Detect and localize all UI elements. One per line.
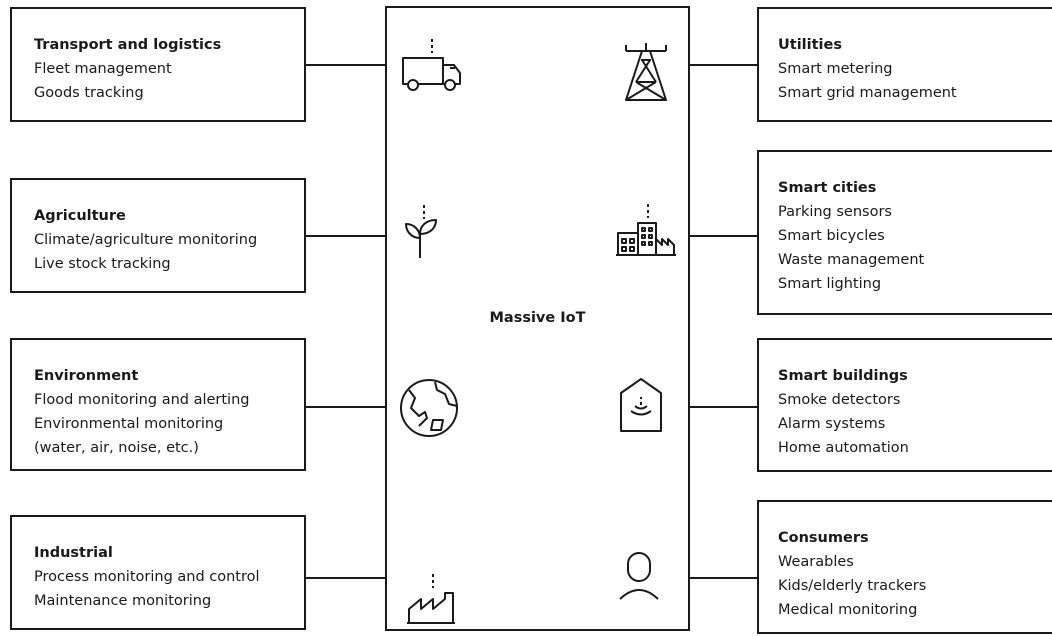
category-item: Environmental monitoring (34, 416, 224, 432)
category-item: Climate/agriculture monitoring (34, 232, 258, 248)
category-item: Flood monitoring and alerting (34, 392, 250, 408)
category-box-agriculture: Agriculture Climate/agriculture monitori… (10, 178, 306, 293)
center-label: Massive IoT (489, 310, 586, 326)
category-box-industrial: Industrial Process monitoring and contro… (10, 515, 306, 630)
category-item: Smart lighting (778, 276, 882, 292)
category-item: Smart bicycles (778, 228, 885, 244)
category-item: Goods tracking (34, 85, 144, 101)
connector-agriculture (305, 235, 385, 237)
category-title: Smart buildings (778, 368, 908, 384)
connector-transport (305, 64, 385, 66)
category-title: Smart cities (778, 180, 877, 196)
category-item: Waste management (778, 252, 925, 268)
category-box-smart-cities: Smart cities Parking sensors Smart bicyc… (757, 150, 1052, 315)
massive-iot-center-box: Massive IoT (385, 6, 690, 631)
category-item: Smoke detectors (778, 392, 901, 408)
connector-smart-buildings (690, 406, 758, 408)
smart-home-icon (619, 377, 663, 433)
globe-icon (397, 376, 461, 440)
category-item: Live stock tracking (34, 256, 171, 272)
category-item: Kids/elderly trackers (778, 578, 927, 594)
connector-consumers (690, 577, 758, 579)
category-title: Transport and logistics (34, 37, 222, 53)
category-title: Environment (34, 368, 139, 384)
category-title: Consumers (778, 530, 869, 546)
plant-sprout-icon (402, 204, 442, 260)
category-item: Fleet management (34, 61, 172, 77)
category-box-smart-buildings: Smart buildings Smoke detectors Alarm sy… (757, 338, 1052, 472)
category-item: (water, air, noise, etc.) (34, 440, 199, 456)
category-item: Smart grid management (778, 85, 957, 101)
category-item: Home automation (778, 440, 909, 456)
category-item: Medical monitoring (778, 602, 918, 618)
category-item: Alarm systems (778, 416, 886, 432)
connector-environment (305, 406, 385, 408)
category-box-consumers: Consumers Wearables Kids/elderly tracker… (757, 500, 1052, 634)
connector-utilities (690, 64, 758, 66)
category-box-transport: Transport and logistics Fleet management… (10, 7, 306, 122)
city-buildings-icon (614, 203, 678, 259)
factory-icon (407, 573, 463, 627)
category-item: Process monitoring and control (34, 569, 260, 585)
category-item: Wearables (778, 554, 854, 570)
connector-industrial (305, 577, 385, 579)
category-box-utilities: Utilities Smart metering Smart grid mana… (757, 7, 1052, 122)
category-title: Industrial (34, 545, 113, 561)
category-box-environment: Environment Flood monitoring and alertin… (10, 338, 306, 471)
power-pylon-icon (622, 42, 670, 104)
category-title: Agriculture (34, 208, 126, 224)
truck-icon (400, 38, 464, 92)
category-item: Parking sensors (778, 204, 892, 220)
category-item: Smart metering (778, 61, 893, 77)
category-item: Maintenance monitoring (34, 593, 212, 609)
category-title: Utilities (778, 37, 842, 53)
connector-smart-cities (690, 235, 758, 237)
person-icon (614, 551, 664, 603)
